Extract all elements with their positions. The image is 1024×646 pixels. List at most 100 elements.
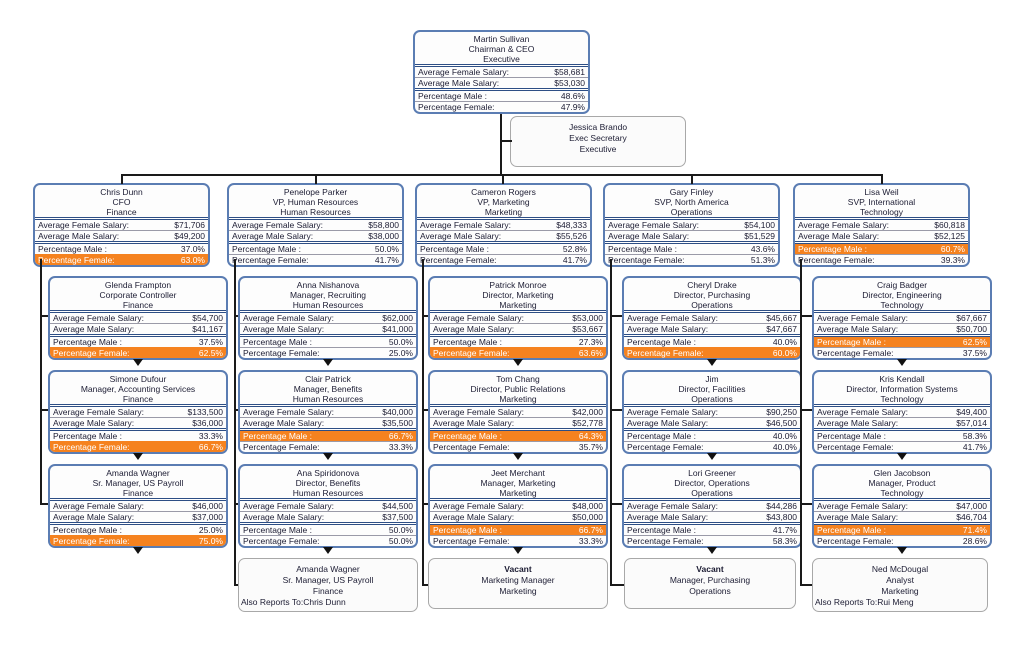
org-node-amanda-wagner-2[interactable]: Amanda Wagner Sr. Manager, US Payroll Fi… [238,558,418,612]
connector-line [500,140,512,142]
divider-line [50,404,226,407]
divider-line [240,310,416,313]
expand-collapse-icon[interactable] [323,453,333,460]
org-node-jessica-brando[interactable]: Jessica Brando Exec Secretary Executive [510,116,686,167]
expand-collapse-icon[interactable] [897,453,907,460]
connector-line [800,584,812,586]
connector-line [234,503,238,505]
avg-male-salary-row: Average Male Salary: $37,500 [240,511,416,522]
avg-female-salary-row: Average Female Salary: $53,000 [430,313,606,323]
row-value: 41.7% [772,525,797,535]
org-node-kris-kendall[interactable]: Kris Kendall Director, Information Syste… [812,370,992,454]
employee-title: Chairman & CEO [468,44,535,54]
avg-female-salary-row: Average Female Salary: $58,681 [415,67,588,77]
employee-department: Finance [122,394,154,404]
org-node-martin-sullivan[interactable]: Martin Sullivan Chairman & CEO Executive… [413,30,590,114]
row-value: 60.7% [940,244,965,254]
org-node-gary-finley[interactable]: Gary Finley SVP, North America Operation… [603,183,780,267]
org-node-patrick-monroe[interactable]: Patrick Monroe Director, Marketing Marke… [428,276,608,360]
expand-collapse-icon[interactable] [897,547,907,554]
expand-collapse-icon[interactable] [707,453,717,460]
org-node-penelope-parker[interactable]: Penelope Parker VP, Human Resources Huma… [227,183,404,267]
employee-title: Manager, Purchasing [669,575,751,585]
org-node-craig-badger[interactable]: Craig Badger Director, Engineering Techn… [812,276,992,360]
row-value: 62.5% [962,337,987,347]
expand-collapse-icon[interactable] [897,359,907,366]
row-label: Percentage Female: [38,255,115,265]
row-label: Percentage Male : [243,337,312,347]
expand-collapse-icon[interactable] [133,547,143,554]
expand-collapse-icon[interactable] [133,359,143,366]
org-node-ned-mcdougal[interactable]: Ned McDougal Analyst Marketing Also Repo… [812,558,988,612]
row-label: Percentage Male : [817,337,886,347]
employee-name: Chris Dunn [100,187,143,197]
org-node-clair-patrick[interactable]: Clair Patrick Manager, Benefits Human Re… [238,370,418,454]
employee-title: Director, Marketing [482,290,554,300]
node-header: Glenda Frampton Corporate Controller Fin… [50,278,226,310]
connector-line [40,315,48,317]
org-node-amanda-wagner[interactable]: Amanda Wagner Sr. Manager, US Payroll Fi… [48,464,228,548]
row-label: Percentage Female: [53,348,130,358]
avg-male-salary-row: Average Male Salary: $41,167 [50,323,226,334]
pct-female-row: Percentage Female: 35.7% [430,441,606,452]
row-value: 52.8% [562,244,587,254]
org-node-glen-jacobson[interactable]: Glen Jacobson Manager, Product Technolog… [812,464,992,548]
employee-name: Simone Dufour [109,374,167,384]
row-value: $43,800 [766,512,797,522]
org-node-jeet-merchant[interactable]: Jeet Merchant Manager, Marketing Marketi… [428,464,608,548]
avg-female-salary-row: Average Female Salary: $44,286 [624,501,800,511]
row-label: Percentage Male : [817,431,886,441]
org-node-lisa-weil[interactable]: Lisa Weil SVP, International Technology … [793,183,970,267]
org-node-simone-dufour[interactable]: Simone Dufour Manager, Accounting Servic… [48,370,228,454]
divider-line [814,310,990,313]
avg-male-salary-row: Average Male Salary: $49,200 [35,230,208,241]
row-value: 75.0% [198,536,223,546]
connector-line [691,174,693,184]
employee-department: Finance [106,207,137,217]
pct-male-row: Percentage Male : 37.5% [50,337,226,347]
org-node-anna-nishanova[interactable]: Anna Nishanova Manager, Recruiting Human… [238,276,418,360]
org-node-vacant-operations[interactable]: Vacant Manager, Purchasing Operations [624,558,796,609]
row-value: 40.0% [772,442,797,452]
expand-collapse-icon[interactable] [133,453,143,460]
expand-collapse-icon[interactable] [513,453,523,460]
expand-collapse-icon[interactable] [707,359,717,366]
avg-male-salary-row: Average Male Salary: $37,000 [50,511,226,522]
expand-collapse-icon[interactable] [513,359,523,366]
row-value: 33.3% [578,536,603,546]
divider-line [605,217,778,220]
node-header: Anna Nishanova Manager, Recruiting Human… [240,278,416,310]
employee-title: Director, Information Systems [846,384,958,394]
row-value: $46,500 [766,418,797,428]
org-node-chris-dunn[interactable]: Chris Dunn CFO Finance Average Female Sa… [33,183,210,267]
row-label: Percentage Female: [627,348,704,358]
pct-male-row: Percentage Male : 64.3% [430,431,606,441]
expand-collapse-icon[interactable] [707,547,717,554]
row-value: 63.6% [578,348,603,358]
node-header: Cameron Rogers VP, Marketing Marketing [417,185,590,217]
expand-collapse-icon[interactable] [323,359,333,366]
row-label: Average Female Salary: [420,220,512,230]
row-value: 48.6% [560,91,585,101]
org-node-jim[interactable]: Jim Director, Facilities Operations Aver… [622,370,802,454]
org-node-tom-chang[interactable]: Tom Chang Director, Public Relations Mar… [428,370,608,454]
org-node-ana-spiridonova[interactable]: Ana Spiridonova Director, Benefits Human… [238,464,418,548]
expand-collapse-icon[interactable] [323,547,333,554]
employee-name: Glenda Frampton [104,280,172,290]
node-header: Patrick Monroe Director, Marketing Marke… [430,278,606,310]
connector-line [610,259,612,586]
avg-female-salary-row: Average Female Salary: $47,000 [814,501,990,511]
org-node-glenda-frampton[interactable]: Glenda Frampton Corporate Controller Fin… [48,276,228,360]
employee-title: VP, Marketing [477,197,530,207]
row-label: Average Female Salary: [418,67,510,77]
employee-title: Analyst [886,575,914,585]
org-node-vacant-marketing[interactable]: Vacant Marketing Manager Marketing [428,558,608,609]
also-reports-name: Rui Meng [877,597,914,607]
employee-name: Penelope Parker [283,187,348,197]
org-node-cheryl-drake[interactable]: Cheryl Drake Director, Purchasing Operat… [622,276,802,360]
org-node-cameron-rogers[interactable]: Cameron Rogers VP, Marketing Marketing A… [415,183,592,267]
row-label: Percentage Male : [627,337,696,347]
row-value: $53,000 [572,313,603,323]
expand-collapse-icon[interactable] [513,547,523,554]
org-node-lori-greener[interactable]: Lori Greener Director, Operations Operat… [622,464,802,548]
